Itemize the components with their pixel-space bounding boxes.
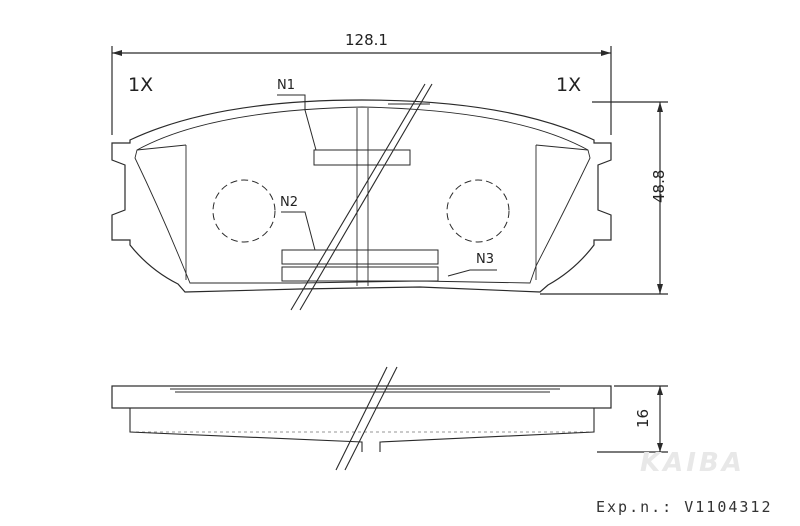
note-n2-label: N2: [280, 195, 298, 210]
thickness-dimension-label: 16: [634, 408, 652, 428]
note-leaders: [277, 94, 497, 277]
note-n3-label: N3: [476, 252, 494, 267]
reference-number: Exp.n.: V1104312: [596, 500, 773, 515]
quantity-right-label: 1X: [556, 74, 582, 96]
pad-side-view: [111, 385, 668, 453]
pad-front-view: [111, 99, 612, 293]
width-dimension-label: 128.1: [345, 31, 388, 49]
break-line-side: [335, 366, 398, 471]
reference-value: V1104312: [684, 498, 773, 516]
break-line-top: [290, 83, 433, 311]
note-n1-label: N1: [277, 78, 295, 93]
height-dimension-label: 48.8: [650, 169, 668, 203]
quantity-left-label: 1X: [128, 74, 154, 96]
height-dimension: [540, 101, 668, 295]
reference-label: Exp.n.:: [596, 498, 674, 516]
width-dimension: [111, 46, 612, 135]
brand-watermark: KAIBA: [640, 448, 745, 478]
